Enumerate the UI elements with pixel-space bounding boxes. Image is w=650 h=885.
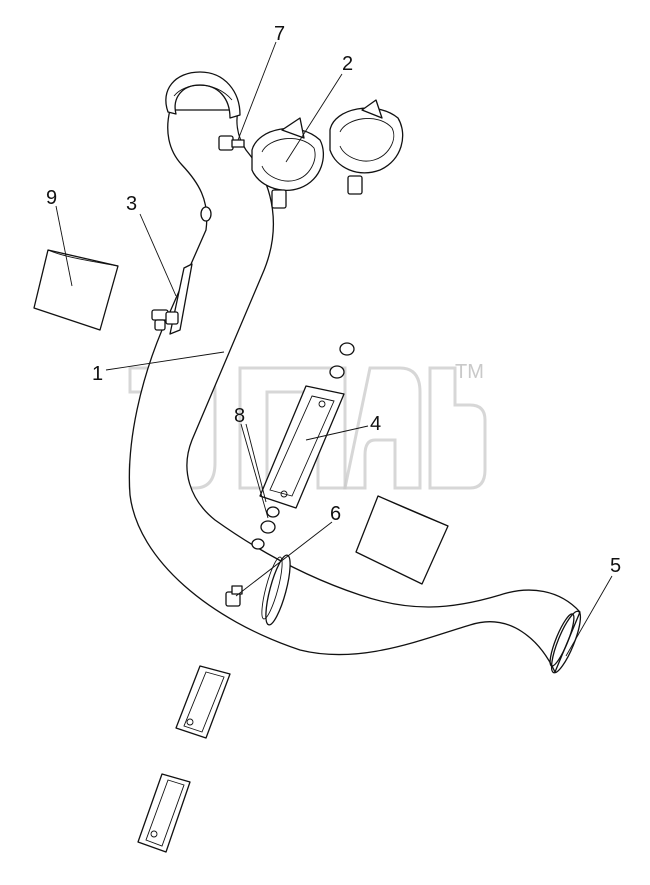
exhaust-pipe xyxy=(128,71,582,674)
heat-shield-plate xyxy=(259,385,345,509)
leader-lines xyxy=(55,41,613,657)
callout-6: 6 xyxy=(330,503,341,525)
callout-3: 3 xyxy=(126,193,137,215)
callout-8: 8 xyxy=(234,405,245,427)
insulation-sleeve-1 xyxy=(33,249,119,331)
mounting-bracket xyxy=(151,263,193,335)
nut-bottom xyxy=(260,506,280,534)
callout-5: 5 xyxy=(610,555,621,577)
callout-1: 1 xyxy=(92,363,103,385)
callout-9: 9 xyxy=(46,187,57,209)
watermark-tm: TM xyxy=(455,361,484,383)
callout-labels: 1 2 3 4 5 6 7 8 9 xyxy=(46,23,621,577)
lower-bracket-1 xyxy=(175,665,231,739)
callout-7: 7 xyxy=(274,23,285,45)
clamp-2 xyxy=(329,99,404,195)
nut-top xyxy=(329,342,355,379)
lower-bracket-2 xyxy=(137,773,191,853)
callout-2: 2 xyxy=(342,53,353,75)
insulation-sleeve-2 xyxy=(355,495,449,585)
callout-4: 4 xyxy=(370,413,381,435)
